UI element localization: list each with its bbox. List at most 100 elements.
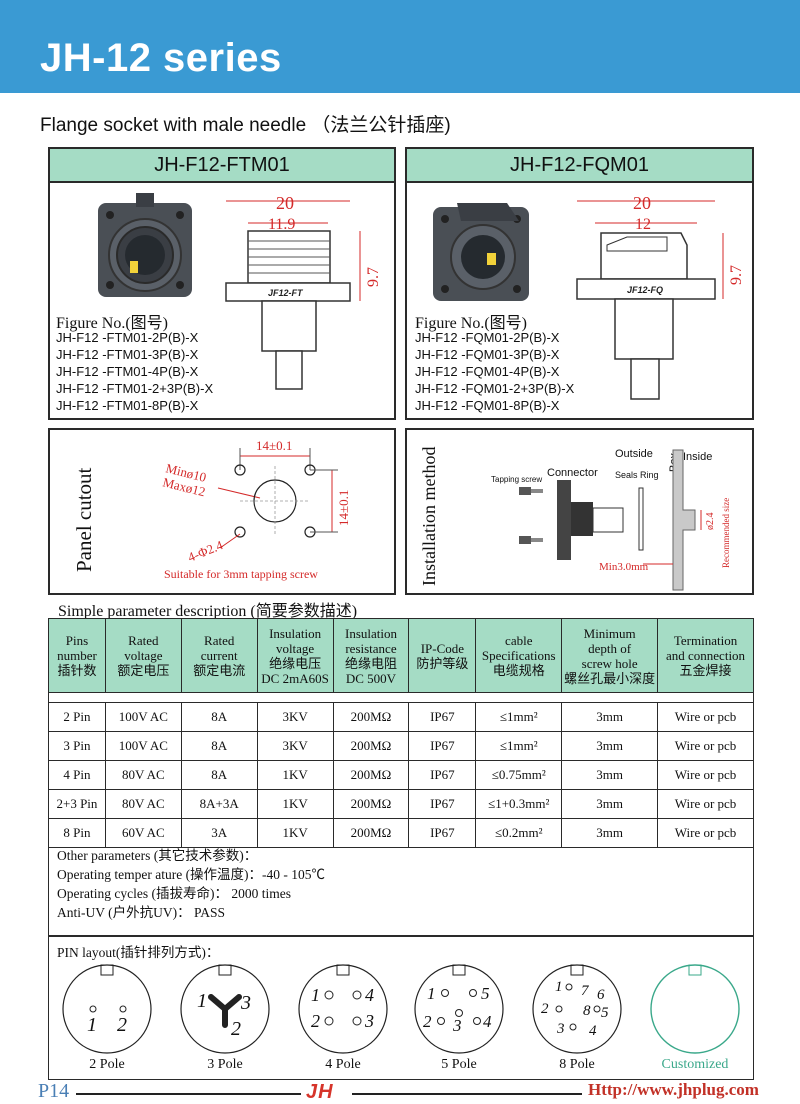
ftm01-photo [98, 193, 192, 297]
footer-divider [76, 1093, 301, 1095]
flange-hole [176, 281, 184, 289]
brand-logo: JH [306, 1081, 334, 1103]
svg-text:2: 2 [423, 1012, 432, 1031]
svg-text:3: 3 [452, 1016, 462, 1035]
svg-text:2: 2 [311, 1011, 320, 1031]
svg-text:3: 3 [556, 1021, 565, 1037]
svg-text:5: 5 [481, 984, 490, 1003]
svg-text:1: 1 [555, 979, 563, 995]
body-label: JF12-FQ [627, 285, 663, 295]
seals-label: Seals Ring [615, 470, 659, 480]
flange-hole [106, 211, 114, 219]
rear-pin [630, 358, 660, 400]
hole-label: ø2.4 [705, 513, 716, 531]
screw-icon [519, 536, 531, 544]
box-wall [672, 449, 696, 591]
cutout-note: Suitable for 3mm tapping screw [164, 567, 318, 581]
model-item: JH-F12 -FQM01-2+3P(B)-X [415, 381, 575, 396]
pole-custom-diagram [650, 964, 740, 1054]
panel-install: Installation method Outside Box Inside T… [405, 428, 754, 595]
model-item: JH-F12 -FTM01-4P(B)-X [56, 364, 199, 379]
svg-text:2: 2 [541, 1001, 549, 1017]
svg-text:1: 1 [87, 1014, 97, 1036]
seal-ring [638, 487, 644, 551]
rear-pin [275, 350, 303, 390]
model-item: JH-F12 -FQM01-4P(B)-X [415, 364, 560, 379]
svg-text:4: 4 [365, 985, 374, 1005]
page-title: JH-12 series [40, 36, 282, 80]
socket-face [461, 235, 505, 279]
params-title: Simple parameter description (简要参数描述) [58, 603, 358, 620]
mount-hole [234, 526, 246, 538]
cable-stub [136, 193, 154, 207]
panel-cutout: Panel cutout 14±0.1 Minø10 Maxø12 14±0.1… [48, 428, 396, 595]
website-link[interactable]: Http://www.jhplug.com [588, 1080, 759, 1099]
other-uv: Anti-UV (户外抗UV)： PASS [57, 905, 226, 920]
flange-hole [513, 285, 521, 293]
pole-8-diagram: 1 7 6 2 8 5 3 4 [532, 964, 622, 1054]
cutout-title: Panel cutout [72, 467, 96, 572]
key-marker [487, 253, 496, 265]
panel-fqm01-title: JH-F12-FQM01 [407, 149, 752, 183]
recommended-label: Recommended size [721, 498, 731, 568]
panel-ftm01: JH-F12-FTM01 20 11.9 JF12-FT 9.7 Figure … [48, 147, 396, 420]
svg-text:5: 5 [601, 1005, 609, 1021]
svg-text:1: 1 [197, 990, 207, 1012]
model-list: JH-F12 -FTM01-2P(B)-X JH-F12 -FTM01-3P(B… [56, 329, 213, 414]
other-title: Other parameters (其它技术参数)： [57, 848, 258, 863]
svg-text:4: 4 [589, 1023, 597, 1039]
page-number: P14 [38, 1080, 70, 1102]
dim-width: 20 [633, 193, 651, 213]
header-bar: JH-12 series [0, 0, 800, 93]
pole-label: 5 Pole [441, 1057, 477, 1072]
fqm01-drawing: 20 12 JF12-FQ 9.7 [576, 193, 745, 400]
install-title: Installation method [419, 446, 439, 586]
svg-text:6: 6 [597, 987, 605, 1003]
model-item: JH-F12 -FTM01-2P(B)-X [56, 330, 199, 345]
svg-text:4: 4 [483, 1012, 492, 1031]
flange-hole [441, 215, 449, 223]
flange-hole [106, 281, 114, 289]
svg-text:1: 1 [427, 984, 436, 1003]
model-list: JH-F12 -FQM01-2P(B)-X JH-F12 -FQM01-3P(B… [415, 329, 574, 414]
ftm01-drawing: 20 11.9 JF12-FT 9.7 [225, 193, 382, 390]
pole-2-diagram: 1 2 [62, 964, 152, 1054]
pin-layout-title: PIN layout(插针排列方式)： [57, 945, 220, 960]
key-marker [130, 261, 138, 273]
connector-rear [592, 507, 624, 533]
dim-height: 9.7 [365, 267, 382, 287]
model-item: JH-F12 -FQM01-3P(B)-X [415, 347, 560, 362]
flange-hole [441, 285, 449, 293]
pin-diagrams: 1 2 1 3 2 1 4 2 [62, 964, 740, 1054]
outside-label: Outside [615, 448, 653, 460]
pole-label: 2 Pole [89, 1057, 125, 1072]
fqm01-photo [433, 203, 529, 301]
model-item: JH-F12 -FTM01-2+3P(B)-X [56, 381, 214, 396]
svg-text:1: 1 [311, 985, 320, 1005]
min-label: Min3.0mm [599, 561, 649, 573]
svg-text:8: 8 [583, 1003, 591, 1019]
svg-text:2: 2 [231, 1018, 241, 1040]
svg-text:3: 3 [240, 992, 251, 1014]
model-item: JH-F12 -FTM01-8P(B)-X [56, 398, 199, 413]
flange-hole [176, 211, 184, 219]
other-cycles: Operating cycles (插拔寿命)： 2000 times [57, 886, 291, 901]
dim-inner: 11.9 [268, 216, 295, 233]
pin-layout: PIN layout(插针排列方式)： 1 2 1 3 2 [48, 936, 754, 1080]
svg-text:3: 3 [364, 1011, 374, 1031]
subtitle: Flange socket with male needle （法兰公针插座) [40, 115, 451, 136]
pole-5-diagram: 1 5 2 3 4 [414, 964, 504, 1054]
model-item: JH-F12 -FTM01-3P(B)-X [56, 347, 199, 362]
vspace-label: 14±0.1 [336, 490, 351, 526]
panel-fqm01: JH-F12-FQM01 20 12 JF12-FQ 9.7 Figure No… [405, 147, 754, 420]
dim-inner: 12 [635, 216, 651, 233]
pole-label: 8 Pole [559, 1057, 595, 1072]
